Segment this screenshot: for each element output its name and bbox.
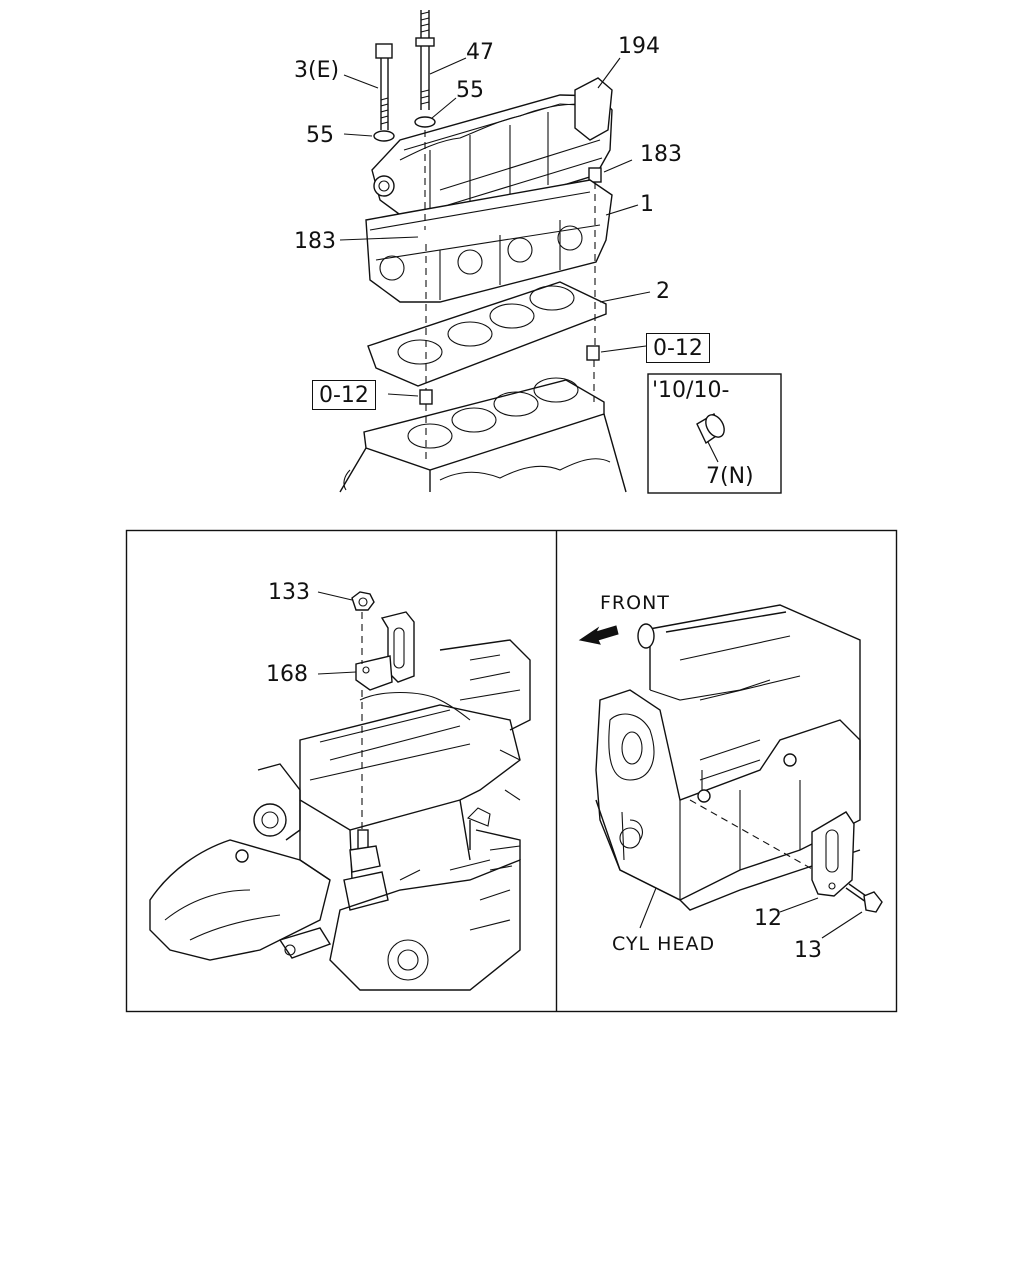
cylinder-block [339,377,627,493]
callout-2: 2 [656,279,670,304]
block-dowel-right [586,345,600,361]
inset-frame [647,373,782,494]
cyl-head-label: CYL HEAD [612,933,716,955]
callout-3e: 3(E) [294,58,340,83]
callout-194: 194 [618,34,660,59]
callout-47: 47 [466,40,494,65]
leader-133 [317,591,353,601]
callout-55-upper: 55 [456,78,484,103]
front-label: FRONT [600,592,670,614]
left-panel-drawing [149,591,531,991]
bolt-3 [375,43,393,130]
stud-47 [415,10,435,110]
callout-12: 12 [754,906,782,931]
callout-13: 13 [794,938,822,963]
cylinder-head [365,179,613,303]
callout-55-lower: 55 [306,123,334,148]
block-dowel-left [419,389,433,405]
plug-7-drawing [696,412,725,463]
cam-housing [371,77,613,223]
washer-55-right [414,116,436,128]
ref-box-0-12-right: 0-12 [646,333,710,363]
washer-55-left [373,130,395,142]
callout-133: 133 [268,580,310,605]
callout-7n: 7(N) [706,464,754,489]
inset-date-label: '10/10- [652,378,730,403]
bottom-frame [125,529,898,1013]
callout-168: 168 [266,662,308,687]
top-exploded-view [339,10,782,494]
right-panel-drawing [578,604,883,939]
leader-168 [317,671,357,675]
callout-183-upper: 183 [640,142,682,167]
callout-1: 1 [640,192,654,217]
callout-183-lower: 183 [294,229,336,254]
ref-box-0-12-left: 0-12 [312,380,376,410]
front-arrow-icon [578,625,619,645]
head-gasket [367,281,607,387]
